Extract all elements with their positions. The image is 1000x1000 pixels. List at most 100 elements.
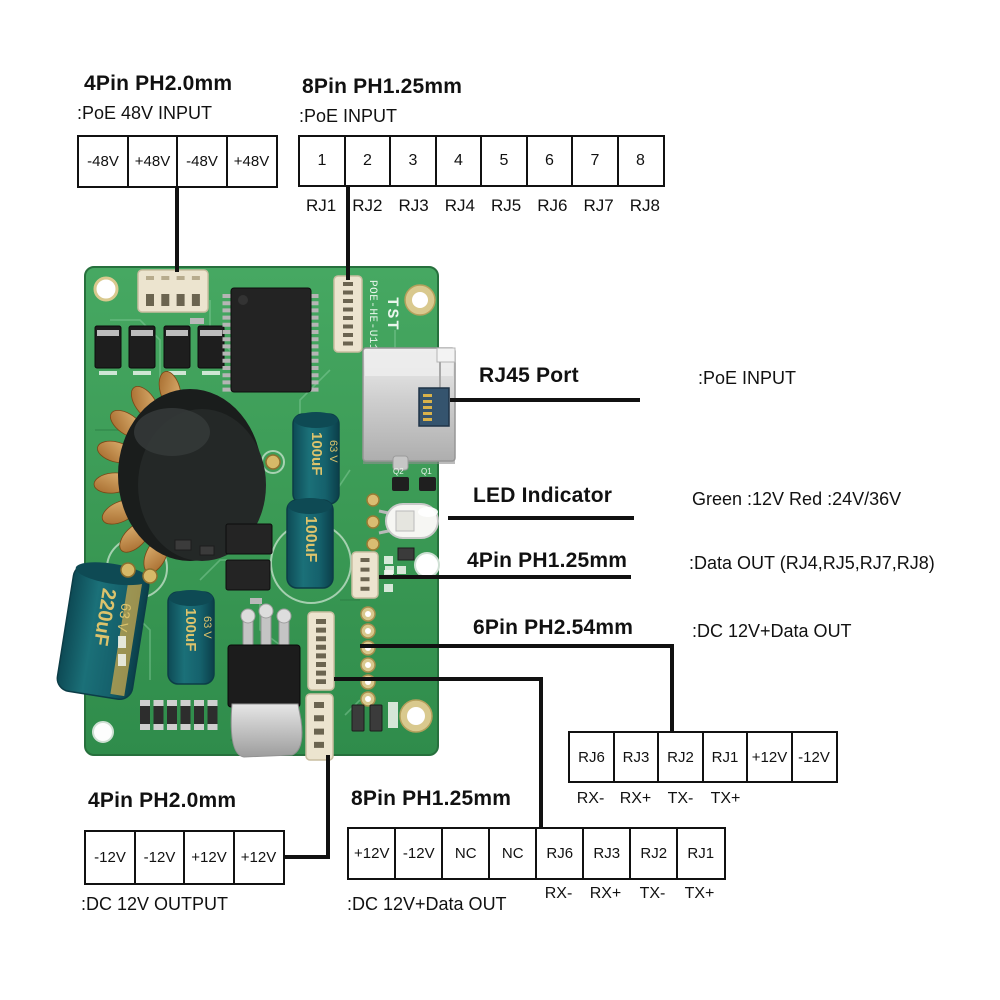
smd-parts bbox=[118, 318, 415, 732]
pin-cell: -12V bbox=[790, 731, 838, 783]
callout-desc-6pin-254: :DC 12V+Data OUT bbox=[692, 621, 852, 641]
pin-cell: RJ2 bbox=[657, 731, 704, 783]
callout-desc-rj45: :PoE INPUT bbox=[698, 368, 797, 388]
pin-cell: RJ1 bbox=[676, 827, 726, 880]
transistor-pair: Q2 Q1 bbox=[392, 467, 436, 491]
svg-text:100uF: 100uF bbox=[182, 608, 199, 651]
pinout-table-poe-input: 1 2 3 4 5 6 7 8 bbox=[298, 135, 665, 187]
line-4pin-bottom bbox=[285, 755, 330, 859]
callout-title-rj45: RJ45 Port bbox=[479, 364, 579, 387]
signal-label: RX+ bbox=[619, 790, 652, 807]
connector-8pin-ph125-top bbox=[333, 275, 363, 353]
callout-title-6pin-254: 6Pin PH2.54mm bbox=[473, 616, 634, 639]
pin-cell: NC bbox=[488, 827, 538, 880]
signal-label: RX- bbox=[544, 885, 573, 902]
svg-text:Q2: Q2 bbox=[393, 467, 404, 476]
svg-text:63 V: 63 V bbox=[114, 602, 134, 634]
pin-cell: -48V bbox=[176, 135, 228, 188]
rj-label: RJ7 bbox=[583, 196, 614, 215]
toroid-inductor bbox=[93, 371, 281, 574]
pin-cell: -12V bbox=[133, 830, 186, 885]
main-ic bbox=[222, 287, 319, 393]
connector-8pin-ph125-bottom bbox=[307, 611, 335, 691]
pin-cell: +12V bbox=[347, 827, 397, 880]
rj-label: RJ4 bbox=[444, 196, 475, 215]
capacitor-100uf-a: 100uF 63 V bbox=[292, 412, 340, 505]
pin-cell: -12V bbox=[394, 827, 444, 880]
pin-cell: +48V bbox=[225, 135, 278, 188]
pinout-table-poe48-input: -48V +48V -48V +48V bbox=[77, 135, 278, 188]
line-8pin-bottom bbox=[334, 677, 543, 831]
rj-labels-row: RJ1 RJ2 RJ3 RJ4 RJ5 RJ6 RJ7 RJ8 bbox=[298, 196, 668, 216]
callout-title-poe48-input: 4Pin PH2.0mm bbox=[84, 72, 233, 95]
signal-label: RX+ bbox=[589, 885, 622, 902]
callout-lines bbox=[175, 185, 674, 859]
signal-label: TX+ bbox=[710, 790, 741, 807]
silkscreen-model: POE-HE-U111C bbox=[366, 280, 378, 365]
pin-cell: 8 bbox=[616, 135, 665, 187]
callout-title-dc12-data-out: 8Pin PH1.25mm bbox=[351, 787, 512, 810]
connector-4pin-ph2-top bbox=[137, 269, 209, 313]
mosfet-heatsink bbox=[227, 603, 303, 758]
rj-label: RJ5 bbox=[491, 196, 522, 215]
callout-title-led: LED Indicator bbox=[473, 484, 613, 507]
rj-label: RJ1 bbox=[306, 196, 337, 215]
pin-cell: +12V bbox=[232, 830, 285, 885]
pin-cell: -48V bbox=[77, 135, 129, 188]
capacitor-100uf-c: 100uF 63 V bbox=[120, 562, 215, 685]
pin-cell: 7 bbox=[571, 135, 619, 187]
silkscreen-brand: TST bbox=[383, 297, 401, 332]
pin-cell: RJ3 bbox=[612, 731, 660, 783]
pin-cell: RJ6 bbox=[535, 827, 585, 880]
svg-text:63 V: 63 V bbox=[201, 616, 213, 639]
callout-desc-led: Green :12V Red :24V/36V bbox=[692, 489, 902, 509]
svg-text:63 V: 63 V bbox=[327, 440, 339, 463]
pin-cell: RJ2 bbox=[629, 827, 679, 880]
rj-label: RJ8 bbox=[629, 196, 660, 215]
mounting-holes bbox=[92, 276, 440, 743]
pin-cell: +12V bbox=[746, 731, 793, 783]
callout-subtitle-dc12-output: :DC 12V OUTPUT bbox=[81, 894, 229, 914]
pinout-table-dc12-output: -12V -12V +12V +12V bbox=[84, 830, 285, 885]
line-6pin-254 bbox=[360, 644, 674, 735]
callout-title-poe-input: 8Pin PH1.25mm bbox=[302, 75, 463, 98]
diode-row bbox=[94, 325, 225, 375]
pinout-table-dc12-data-out: +12V -12V NC NC RJ6 RJ3 RJ2 RJ1 bbox=[347, 827, 726, 880]
signal-labels-6pin: RX- RX+ TX- TX+ bbox=[568, 790, 748, 808]
pinout-table-6pin-dc-data: RJ6 RJ3 RJ2 RJ1 +12V -12V bbox=[568, 731, 838, 783]
callout-desc-4pin-125: :Data OUT (RJ4,RJ5,RJ7,RJ8) bbox=[689, 553, 935, 573]
pin-cell: 4 bbox=[434, 135, 483, 187]
pin-cell: 1 bbox=[298, 135, 346, 187]
signal-label: TX- bbox=[639, 885, 666, 902]
signal-label: TX- bbox=[667, 790, 694, 807]
svg-text:Q1: Q1 bbox=[421, 467, 432, 476]
signal-labels-8pin: RX- RX+ TX- TX+ bbox=[535, 885, 723, 903]
callout-subtitle-dc12-data-out: :DC 12V+Data OUT bbox=[347, 894, 507, 914]
pin-cell: 6 bbox=[525, 135, 574, 187]
svg-text:100uF: 100uF bbox=[302, 516, 319, 562]
connector-4pin-ph125 bbox=[351, 551, 393, 599]
pin-cell: RJ3 bbox=[582, 827, 632, 880]
rj-label: RJ2 bbox=[352, 196, 383, 215]
pin-cell: 3 bbox=[389, 135, 437, 187]
connector-4pin-ph2-bottom bbox=[305, 693, 334, 761]
signal-label: RX- bbox=[576, 790, 605, 807]
led-lamp bbox=[366, 493, 439, 551]
pin-cell: NC bbox=[441, 827, 491, 880]
pin-cell: RJ6 bbox=[568, 731, 615, 783]
rj-label: RJ6 bbox=[537, 196, 568, 215]
svg-text:100uF: 100uF bbox=[308, 432, 325, 475]
callout-subtitle-poe48-input: :PoE 48V INPUT bbox=[77, 103, 213, 123]
pin-cell: 2 bbox=[343, 135, 392, 187]
rj45-port bbox=[362, 347, 456, 471]
pin-cell: -12V bbox=[84, 830, 136, 885]
rj-label: RJ3 bbox=[398, 196, 429, 215]
signal-label: TX+ bbox=[684, 885, 715, 902]
callout-title-dc12-output: 4Pin PH2.0mm bbox=[88, 789, 237, 812]
pin-cell: RJ1 bbox=[701, 731, 749, 783]
callout-subtitle-poe-input: :PoE INPUT bbox=[299, 106, 398, 126]
callout-title-4pin-125: 4Pin PH1.25mm bbox=[467, 549, 628, 572]
pin-cell: 5 bbox=[480, 135, 528, 187]
